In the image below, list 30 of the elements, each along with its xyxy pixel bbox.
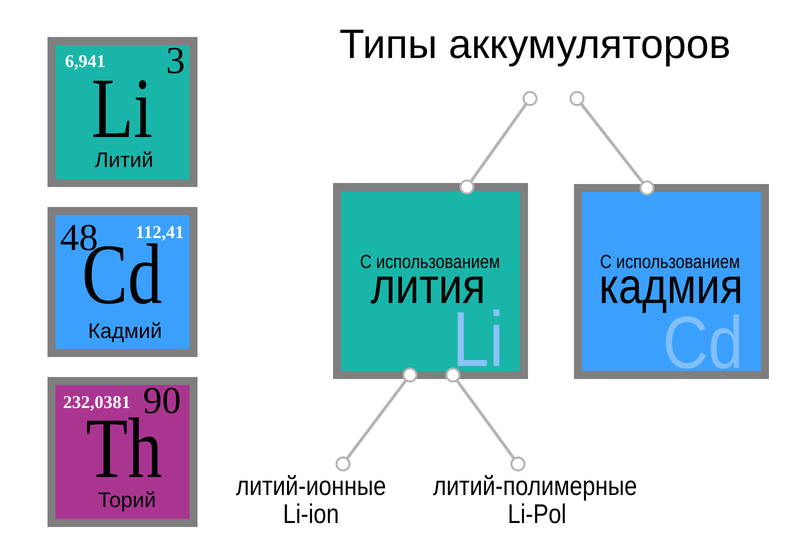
atomic-mass: 112,41 [136,226,184,241]
box-heading: кадмия [602,276,740,313]
element-name: Торий [98,491,155,512]
atomic-number: 90 [144,388,180,414]
box-caption: С использованием [360,254,499,268]
element-tile [48,37,198,187]
atomic-mass: 6,941 [66,55,105,70]
diagram-title: Типы аккумуляторов [340,30,729,66]
box-caption: С использованием [600,254,739,268]
atomic-mass: 232,0381 [64,396,130,411]
element-tile [48,377,198,527]
type-abbreviation: Li-ion [284,503,338,524]
atomic-number: 3 [168,48,184,74]
background-symbol: Cd [666,314,740,369]
connector [336,368,418,472]
connector [459,91,538,194]
background-symbol: Li [458,310,500,366]
connector [445,368,526,472]
element-symbol: Th [87,417,162,477]
element-tile [48,207,198,357]
connector [570,91,654,196]
element-name: Литий [94,151,152,168]
type-label: литий-ионные [236,474,386,496]
category-box [574,184,769,379]
element-symbol: Li [93,80,152,137]
type-label: литий-полимерные [433,474,636,501]
type-abbreviation: Li-Pol [510,503,565,524]
category-box [333,183,528,379]
box-heading: лития [370,276,482,304]
element-name: Кадмий [90,322,161,342]
